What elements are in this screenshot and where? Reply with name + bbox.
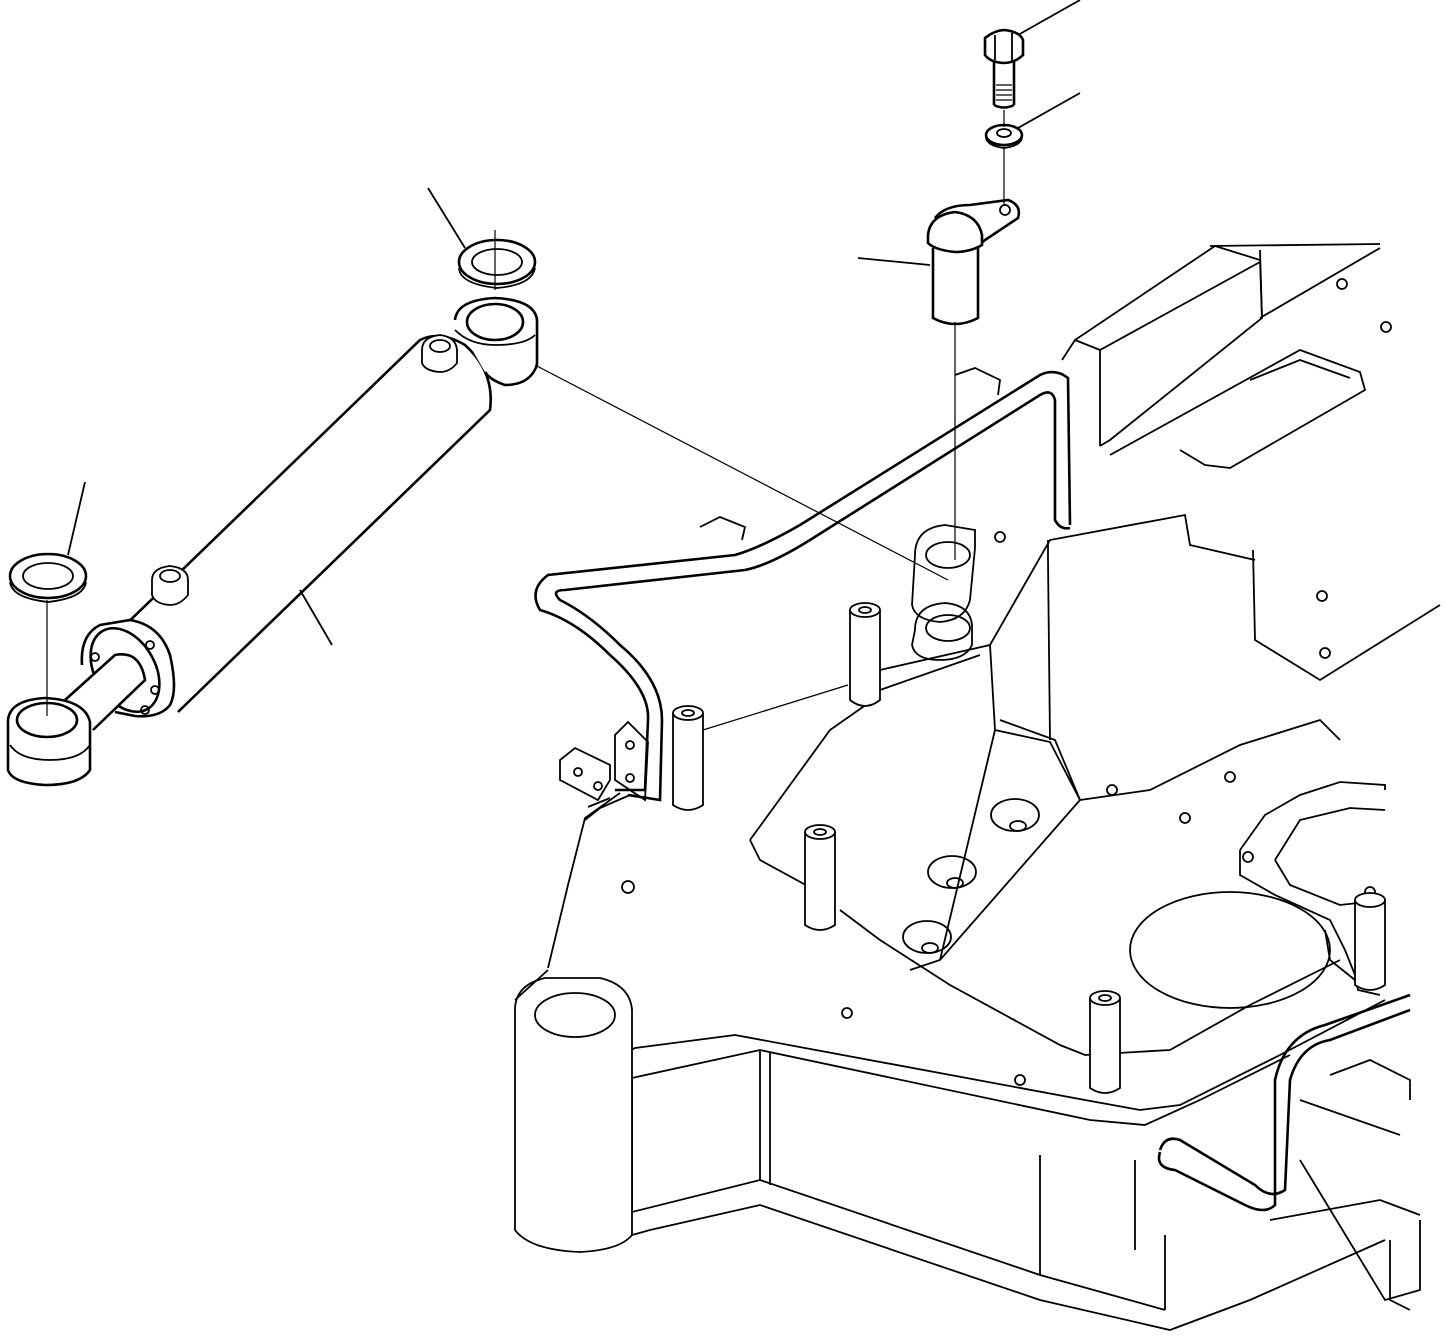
frame-icon bbox=[514, 243, 1441, 1331]
assembly-guide-lines bbox=[46, 110, 1005, 731]
bolt-icon bbox=[983, 28, 1025, 109]
seal-ring-icon bbox=[8, 552, 88, 603]
hydraulic-cylinder-icon bbox=[6, 296, 539, 787]
seal-ring-icon bbox=[457, 238, 537, 289]
callout-leaders bbox=[67, 0, 1081, 646]
pin-icon bbox=[926, 198, 1021, 326]
washer-icon bbox=[984, 123, 1024, 149]
